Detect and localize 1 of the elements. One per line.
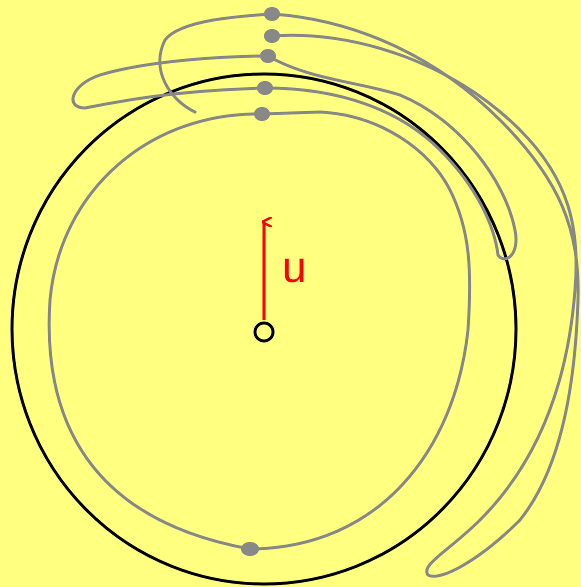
arrow-label: u [282,246,306,290]
